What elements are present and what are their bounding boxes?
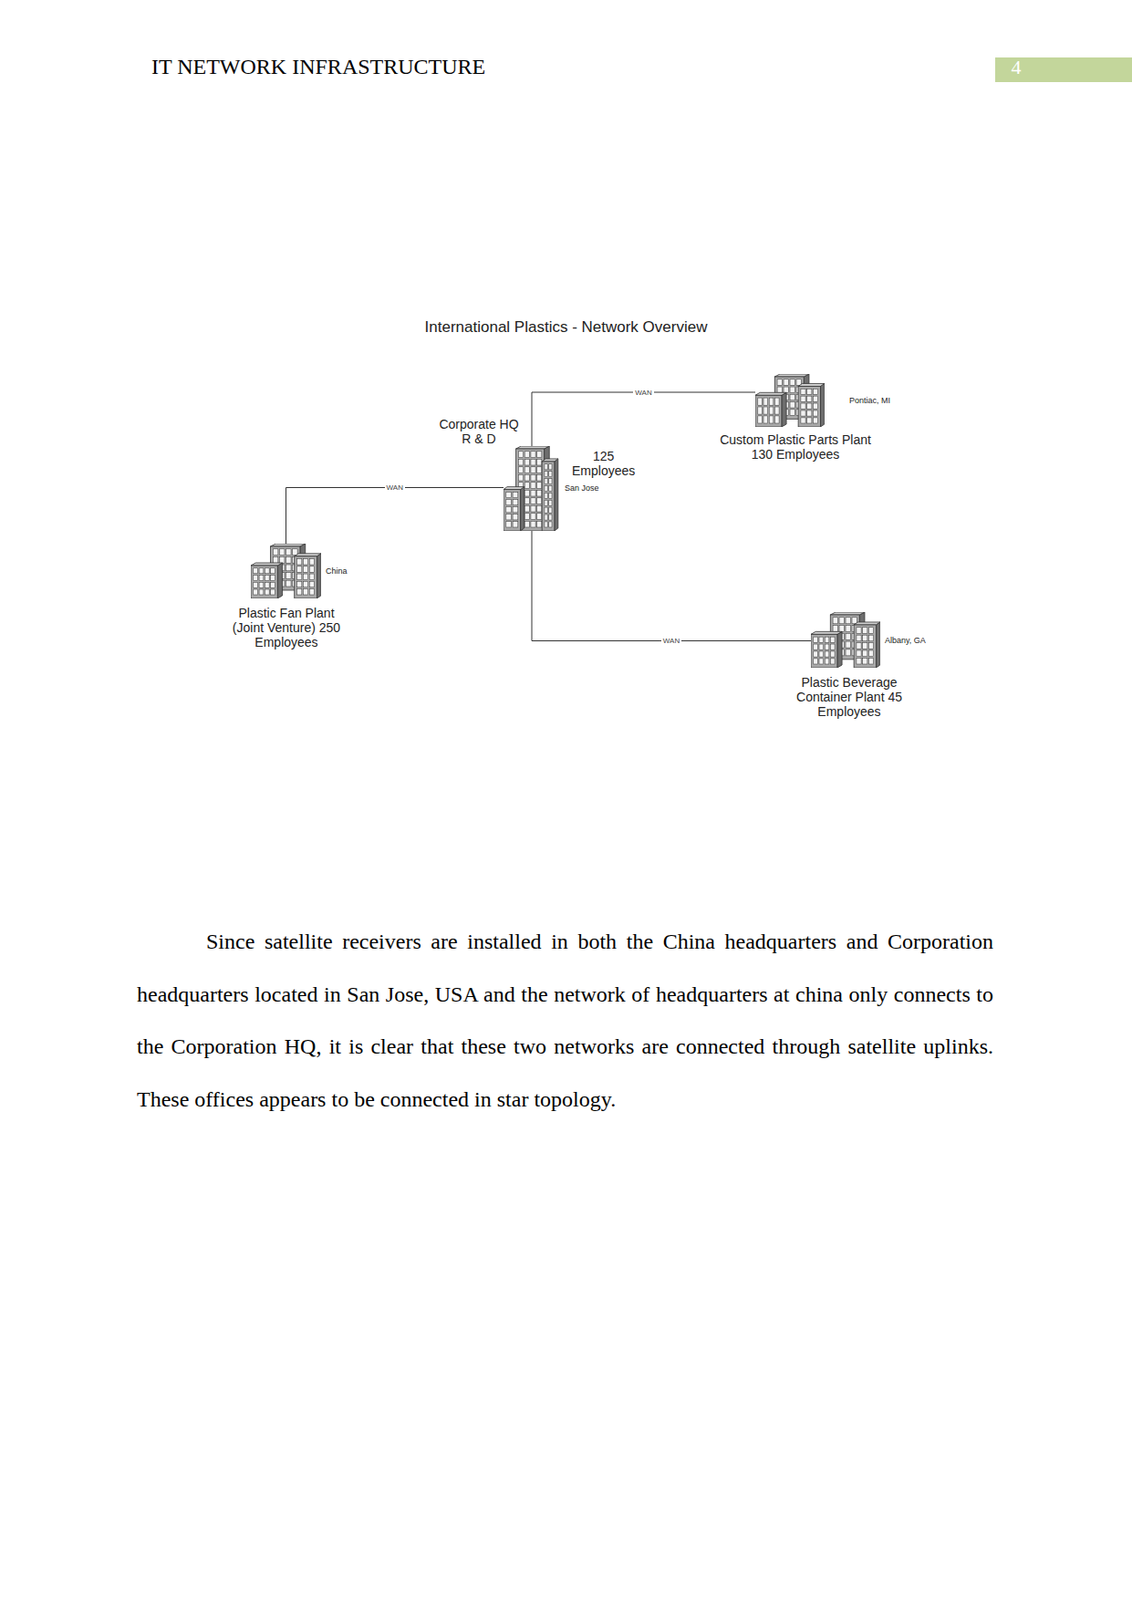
link-label: WAN — [633, 388, 654, 397]
location-label: China — [325, 566, 348, 576]
location-label: Albany, GA — [884, 635, 926, 645]
link-label: WAN — [661, 636, 682, 645]
location-label: Pontiac, MI — [849, 395, 891, 406]
location-label: San Jose — [564, 483, 600, 493]
wan-link — [531, 530, 811, 642]
body-paragraph: Since satellite receivers are installed … — [136, 915, 994, 1126]
office-building: Pontiac, MICustom Plastic Parts Plant 13… — [755, 373, 825, 427]
office-building: Albany, GAPlastic Beverage Container Pla… — [810, 612, 881, 668]
building-icon — [755, 373, 825, 427]
site-caption: Custom Plastic Parts Plant 130 Employees — [711, 432, 881, 462]
office-building: Corporate HQ R & D125 EmployeesSan Jose — [503, 446, 561, 531]
running-header: IT NETWORK INFRASTRUCTURE — [151, 54, 486, 80]
building-icon — [503, 446, 561, 531]
building-icon — [250, 543, 322, 599]
building-icon — [810, 612, 881, 668]
page-number: 4 — [995, 55, 1038, 80]
site-caption: 125 Employees — [571, 448, 635, 478]
wan-link — [286, 488, 505, 545]
site-caption: Plastic Beverage Container Plant 45 Empl… — [796, 675, 903, 719]
link-label: WAN — [384, 483, 406, 492]
office-building: ChinaPlastic Fan Plant (Joint Venture) 2… — [250, 543, 322, 599]
site-caption: Corporate HQ R & D — [435, 416, 523, 447]
diagram-title: International Plastics - Network Overvie… — [0, 318, 1132, 337]
site-caption: Plastic Fan Plant (Joint Venture) 250 Em… — [231, 605, 342, 650]
